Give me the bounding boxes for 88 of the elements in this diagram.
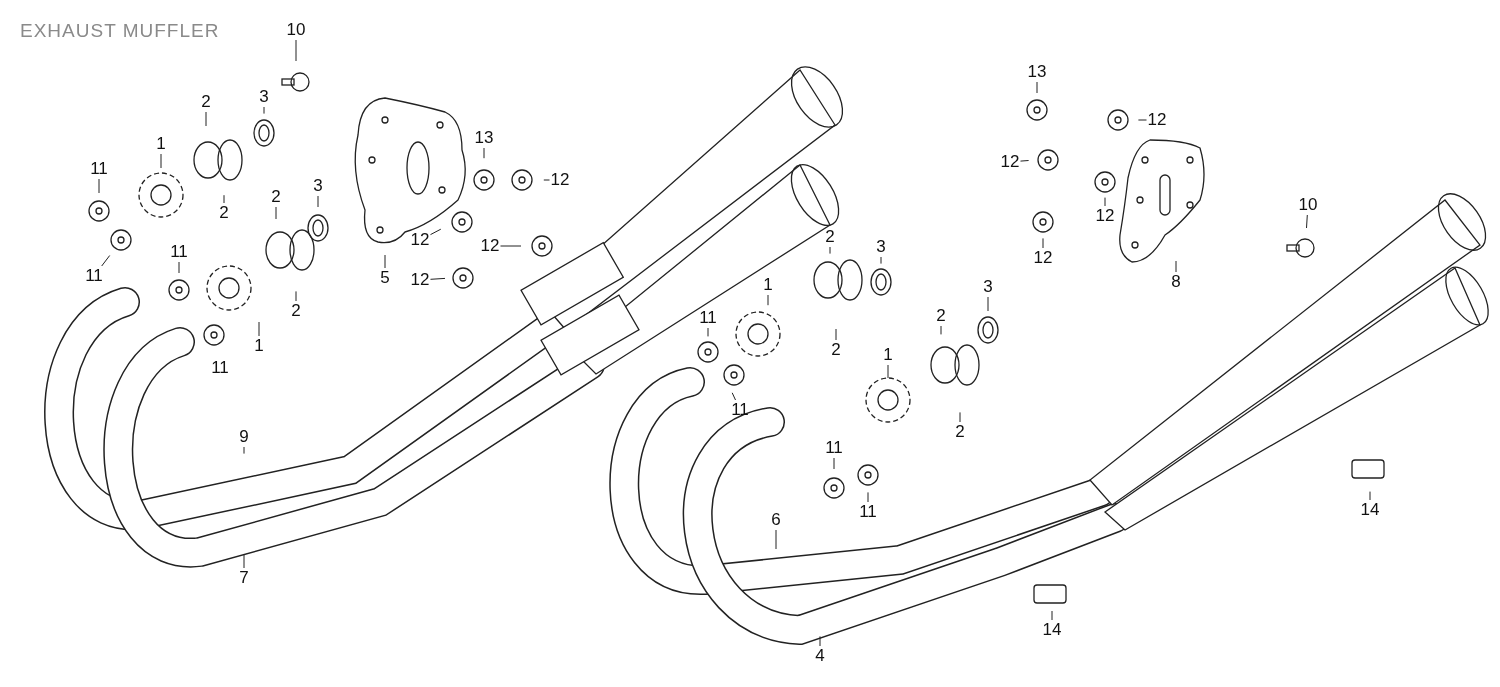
callout-number: 4	[815, 647, 825, 665]
callout-number: 14	[1042, 621, 1062, 639]
callout-number: 10	[286, 21, 306, 39]
callout-number: 9	[239, 428, 249, 446]
leader-line	[819, 635, 821, 647]
leader-line	[258, 321, 260, 337]
callout-number: 3	[313, 177, 323, 195]
leader-line	[500, 245, 522, 247]
callout-number: 2	[831, 341, 841, 359]
callout-number: 2	[955, 423, 965, 441]
leader-line	[867, 491, 869, 503]
callout-number: 2	[825, 228, 835, 246]
leader-line	[767, 294, 769, 306]
callout-number: 2	[201, 93, 211, 111]
callout-number: 7	[239, 569, 249, 587]
callout-number: 3	[983, 278, 993, 296]
callout-number: 3	[876, 238, 886, 256]
callout-number: 14	[1360, 501, 1380, 519]
leader-line	[987, 296, 989, 312]
callout-number: 11	[825, 439, 843, 457]
leader-line	[1042, 237, 1044, 249]
leader-line	[243, 554, 245, 569]
leader-line	[98, 178, 100, 194]
leader-line	[384, 254, 386, 269]
callout-number: 11	[170, 243, 188, 261]
leader-line	[430, 228, 442, 236]
leader-line	[1369, 491, 1371, 501]
leader-line	[263, 106, 265, 115]
callout-number: 5	[380, 269, 390, 287]
callout-number: 11	[85, 267, 103, 285]
callout-number: 12	[1095, 207, 1115, 225]
callout-number: 8	[1171, 273, 1181, 291]
callout-number: 12	[550, 171, 570, 189]
leader-line	[160, 153, 162, 169]
leader-line	[731, 392, 736, 401]
leader-line	[223, 194, 225, 204]
callout-number: 2	[219, 204, 229, 222]
leader-line	[275, 206, 277, 220]
callout-number: 1	[763, 276, 773, 294]
callout-number: 11	[699, 309, 717, 327]
callout-number: 12	[1000, 153, 1020, 171]
leader-line	[317, 195, 319, 208]
leader-line	[483, 147, 485, 159]
leader-line	[880, 256, 882, 265]
leader-line	[295, 290, 297, 302]
leader-line	[1175, 260, 1177, 273]
leader-line	[101, 255, 111, 267]
callout-number: 11	[90, 160, 108, 178]
leader-line	[430, 277, 446, 280]
callout-number: 11	[731, 401, 749, 419]
callout-number: 6	[771, 511, 781, 529]
leader-line	[295, 39, 297, 62]
callout-number: 13	[474, 129, 494, 147]
leader-line	[543, 179, 550, 181]
callout-number: 11	[859, 503, 877, 521]
callout-number: 1	[156, 135, 166, 153]
leader-line	[1104, 197, 1106, 207]
leader-line	[1306, 214, 1308, 229]
callout-number: 2	[936, 307, 946, 325]
diagram-title: EXHAUST MUFFLER	[20, 20, 220, 42]
leader-line	[243, 446, 245, 455]
callout-number: 12	[410, 271, 430, 289]
leader-line	[887, 364, 889, 379]
callout-number: 11	[211, 359, 229, 377]
callout-number: 1	[883, 346, 893, 364]
leader-line	[775, 529, 777, 550]
leader-line	[1020, 160, 1030, 162]
leader-line	[205, 111, 207, 127]
callout-number: 10	[1298, 196, 1318, 214]
callout-number: 12	[1147, 111, 1167, 129]
leader-line	[940, 325, 942, 335]
leader-line	[1036, 81, 1038, 94]
leader-line	[829, 246, 831, 255]
callout-number: 1	[254, 337, 264, 355]
callout-number: 2	[291, 302, 301, 320]
leader-line	[835, 328, 837, 341]
leader-line	[959, 411, 961, 423]
callout-number: 3	[259, 88, 269, 106]
callout-number: 2	[271, 188, 281, 206]
callout-number: 12	[480, 237, 500, 255]
leader-line	[178, 261, 180, 274]
callout-number: 12	[1033, 249, 1053, 267]
leader-line	[1051, 610, 1053, 621]
leader-line	[833, 457, 835, 470]
callout-number: 13	[1027, 63, 1047, 81]
leader-line	[707, 327, 709, 337]
callout-number: 12	[410, 231, 430, 249]
leader-line	[1137, 119, 1147, 121]
